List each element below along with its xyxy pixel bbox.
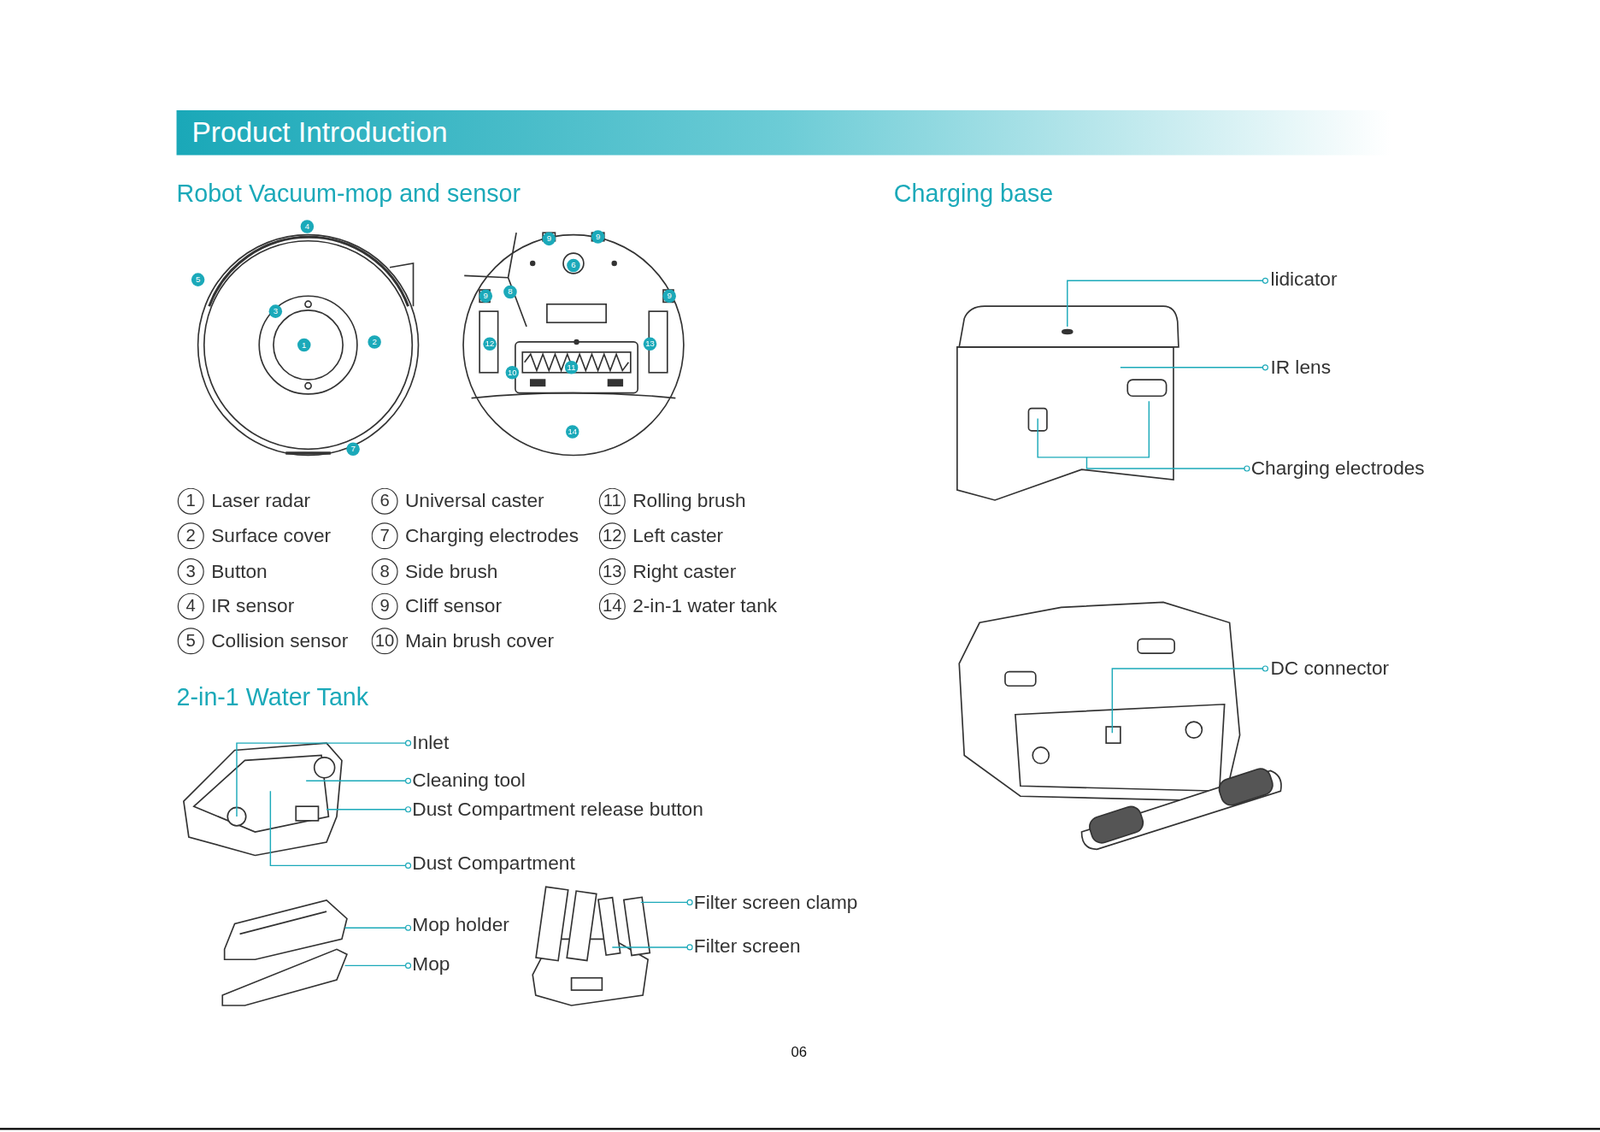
- callout-number: 10: [505, 365, 520, 380]
- callout-number: 1: [297, 338, 312, 353]
- callout-number: 9: [591, 229, 606, 244]
- leader-ends: [405, 277, 1269, 968]
- callout-number: 5: [191, 272, 206, 287]
- part-name: Rolling brush: [632, 489, 746, 512]
- section-heading: Robot Vacuum-mop and sensor: [176, 179, 521, 208]
- list-number: 3: [177, 558, 205, 585]
- part-name: Collision sensor: [211, 629, 348, 653]
- charging-base-drawings: [957, 305, 1282, 849]
- list-number: 12: [599, 522, 626, 549]
- callout-number: 7: [346, 442, 360, 457]
- callout-number: 14: [565, 424, 580, 439]
- callout-label: Dust Compartment release button: [411, 798, 703, 821]
- callout-label: Mop: [411, 952, 450, 976]
- list-number: 7: [371, 522, 399, 549]
- callout-label: Mop holder: [411, 913, 509, 936]
- list-number: 14: [599, 593, 626, 620]
- robot-top-view: [198, 235, 419, 456]
- callout-label: Charging electrodes: [1251, 457, 1425, 480]
- part-name: Cliff sensor: [405, 594, 502, 618]
- page-title: Product Introduction: [191, 116, 448, 149]
- part-name: Left caster: [632, 524, 724, 548]
- section-heading: 2-in-1 Water Tank: [176, 682, 370, 712]
- callout-label: Filter screen clamp: [694, 890, 859, 913]
- section-heading: Charging base: [894, 179, 1053, 208]
- callout-number: 9: [662, 288, 677, 303]
- callout-number: 12: [482, 337, 497, 352]
- list-number: 8: [371, 558, 399, 585]
- water-tank-drawings: [183, 742, 650, 1006]
- list-number: 5: [177, 627, 205, 654]
- part-name: Side brush: [405, 559, 498, 583]
- part-name: 2-in-1 water tank: [632, 594, 777, 618]
- list-number: 4: [177, 593, 205, 620]
- list-number: 1: [177, 488, 205, 515]
- part-name: Surface cover: [211, 524, 331, 548]
- robot-bottom-view: [463, 232, 684, 455]
- page-border: [0, 1127, 1600, 1130]
- callout-number: 11: [564, 360, 579, 375]
- callout-label: Dust Compartment: [411, 852, 575, 875]
- callout-label: Cleaning tool: [411, 769, 525, 792]
- callout-number: 6: [566, 258, 581, 273]
- callout-label: IR lens: [1270, 356, 1331, 379]
- callout-label: lidicator: [1270, 268, 1337, 291]
- part-name: Laser radar: [211, 489, 311, 512]
- callout-number: 8: [503, 285, 518, 300]
- callout-label: Inlet: [411, 731, 449, 754]
- list-number: 10: [371, 627, 399, 654]
- list-number: 11: [599, 488, 626, 515]
- callout-label: Filter screen: [694, 935, 801, 958]
- leader-lines: [236, 280, 1265, 965]
- list-number: 9: [371, 593, 399, 620]
- callout-number: 4: [300, 219, 315, 234]
- list-number: 2: [177, 522, 205, 549]
- part-name: Right caster: [632, 559, 736, 583]
- part-name: Universal caster: [405, 489, 545, 512]
- title-band: [176, 110, 1392, 156]
- part-name: Main brush cover: [405, 629, 554, 653]
- part-name: Charging electrodes: [405, 524, 579, 548]
- callout-number: 9: [542, 232, 557, 247]
- page-number: 06: [791, 1042, 808, 1059]
- callout-number: 9: [479, 288, 494, 303]
- callout-number: 2: [367, 335, 382, 349]
- callout-number: 13: [643, 337, 658, 352]
- callout-label: DC connector: [1270, 657, 1389, 680]
- callout-number: 3: [269, 304, 283, 318]
- list-number: 13: [599, 558, 626, 585]
- list-number: 6: [371, 488, 399, 515]
- part-name: IR sensor: [211, 594, 295, 618]
- part-name: Button: [211, 559, 268, 583]
